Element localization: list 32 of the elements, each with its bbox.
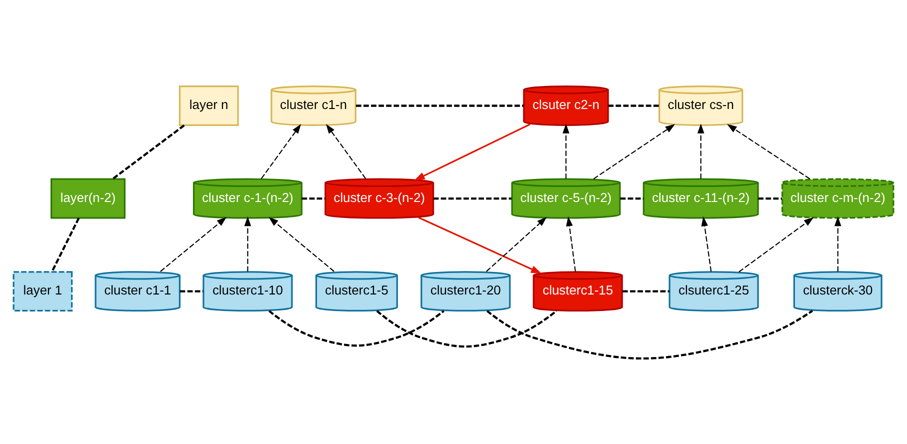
node-box: layer n: [178, 85, 239, 126]
connector: [622, 290, 670, 292]
connector: [112, 124, 185, 180]
arrow: [486, 216, 547, 272]
connector: [356, 104, 524, 106]
connector: [268, 310, 444, 346]
arrow: [566, 216, 576, 272]
arrow: [414, 123, 530, 180]
connector: [486, 309, 814, 359]
node-box: layer 1: [12, 270, 73, 312]
node-box: layer(n-2): [50, 178, 126, 218]
connector: [433, 196, 512, 200]
arrow: [418, 216, 542, 274]
arrow: [260, 123, 302, 178]
connector: [302, 196, 326, 200]
arrow: [593, 124, 676, 179]
connector: [51, 217, 80, 272]
arrow: [727, 124, 810, 179]
connector: [376, 310, 558, 348]
connector: [608, 104, 660, 106]
arrow: [738, 216, 814, 272]
arrow: [244, 216, 252, 271]
arrow: [326, 123, 366, 178]
arrow: [834, 216, 842, 271]
connector: [758, 196, 782, 200]
connector: [180, 290, 204, 292]
arrow: [562, 123, 570, 178]
arrow: [160, 216, 227, 272]
connector: [620, 196, 644, 200]
arrow: [701, 216, 712, 272]
arrow: [697, 123, 704, 178]
arrow: [268, 216, 334, 272]
